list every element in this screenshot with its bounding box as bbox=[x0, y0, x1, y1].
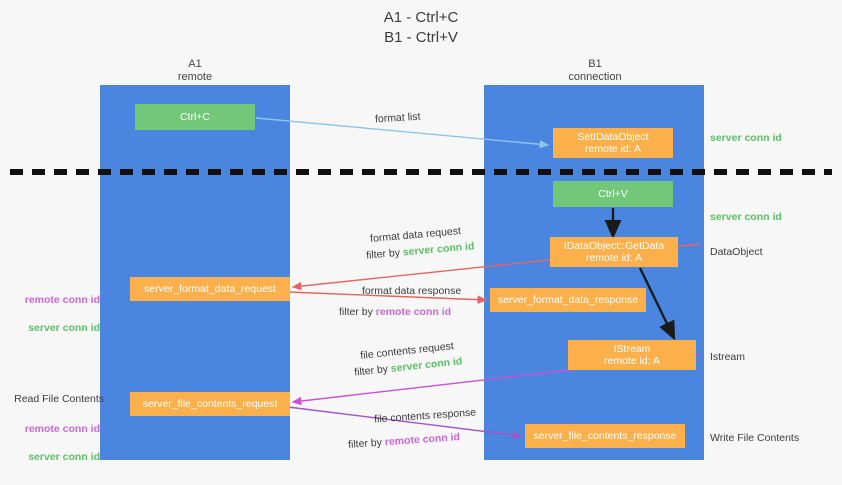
box-idataobject-getdata[interactable]: IDataObject::GetData remote id: A bbox=[550, 237, 678, 267]
label-server-conn-id: server conn id bbox=[28, 322, 100, 334]
filter-prefix: filter by bbox=[365, 246, 404, 262]
box-server-file-contents-response[interactable]: server_file_contents_response bbox=[525, 424, 685, 448]
page-title: A1 - Ctrl+C B1 - Ctrl+V bbox=[383, 9, 459, 46]
box-server-format-data-response[interactable]: server_format_data_response bbox=[490, 288, 646, 312]
label-dataobject: DataObject bbox=[710, 246, 763, 258]
label-remote-conn-id: remote conn id bbox=[24, 294, 100, 306]
box-ctrl-v[interactable]: Ctrl+V bbox=[553, 181, 673, 207]
filter-prefix: filter by bbox=[347, 436, 386, 451]
filter-key-remote-conn-id: remote conn id bbox=[375, 306, 452, 318]
filter-prefix: filter by bbox=[339, 306, 376, 318]
flow-label-format-data-response-filter: filter by remote conn id bbox=[339, 305, 451, 319]
flow-label-format-data-response: format data response bbox=[362, 285, 462, 297]
box-set-idataobject[interactable]: SetIDataObject remote id: A bbox=[553, 128, 673, 158]
flow-label-file-contents-response: file contents response bbox=[373, 406, 477, 426]
filter-key-server-conn-id: server conn id bbox=[402, 240, 475, 259]
filter-key-remote-conn-id: remote conn id bbox=[384, 431, 461, 449]
label-write-file-contents: Write File Contents bbox=[710, 432, 800, 444]
box-istream[interactable]: IStream remote id: A bbox=[568, 340, 696, 370]
box-server-format-data-request[interactable]: server_format_data_request bbox=[130, 277, 290, 301]
label-conn-ids-upper: remote conn id server conn id bbox=[8, 279, 100, 349]
box-server-file-contents-request[interactable]: server_file_contents_request bbox=[130, 392, 290, 416]
column-header-b1: B1 connection bbox=[568, 58, 622, 83]
label-remote-conn-id-2: remote conn id bbox=[24, 423, 100, 435]
label-conn-ids-lower: remote conn id server conn id bbox=[8, 408, 100, 478]
flow-label-file-contents-response-filter: filter by remote conn id bbox=[348, 430, 461, 452]
label-istream: Istream bbox=[710, 351, 746, 363]
label-server-conn-id-mid: server conn id bbox=[710, 211, 782, 223]
label-read-file-contents: Read File Contents bbox=[14, 393, 104, 405]
flow-label-format-list: format list bbox=[374, 110, 421, 126]
label-server-conn-id-top: server conn id bbox=[710, 132, 782, 144]
column-header-a1: A1 remote bbox=[177, 58, 213, 83]
box-ctrl-c[interactable]: Ctrl+C bbox=[135, 104, 255, 130]
label-server-conn-id-2: server conn id bbox=[28, 451, 100, 463]
filter-prefix: filter by bbox=[353, 362, 392, 379]
